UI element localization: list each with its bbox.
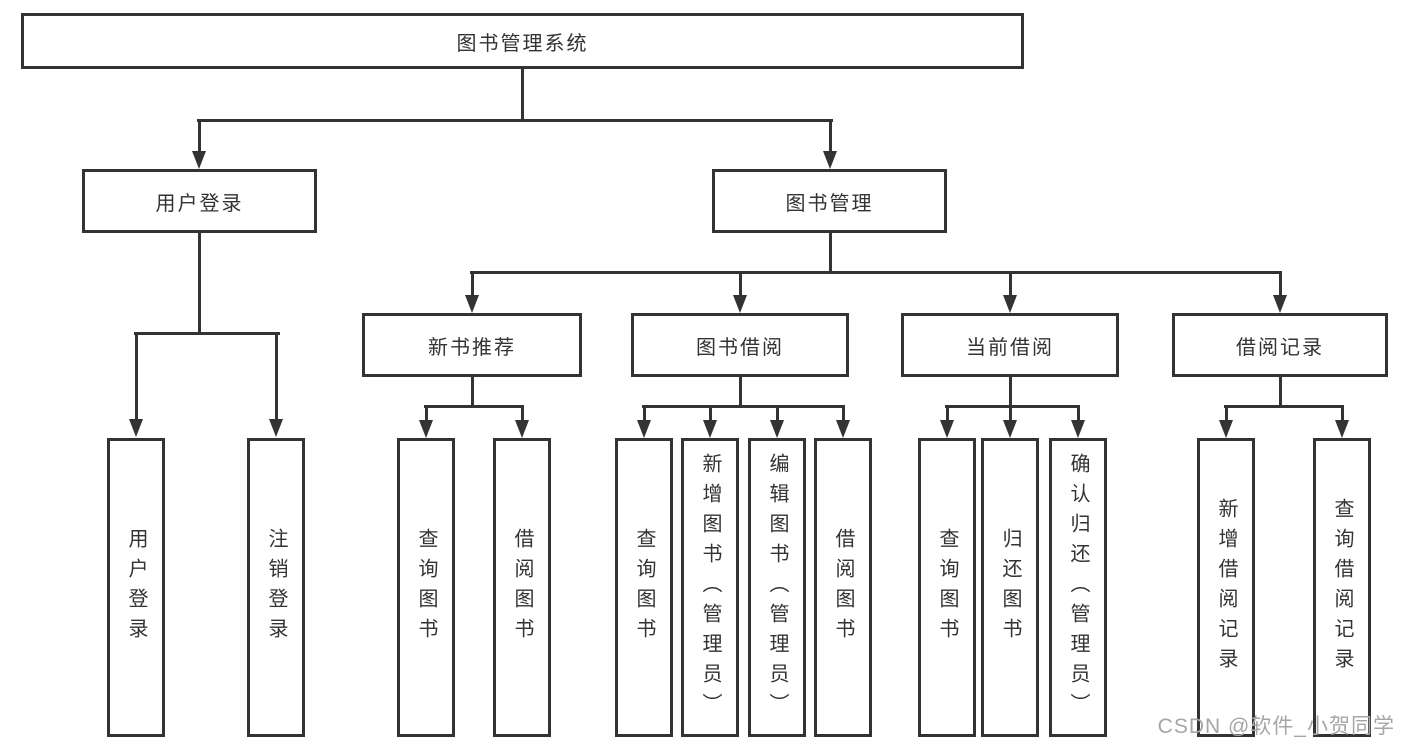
- leaf-query-books-2: 查询图书: [615, 438, 673, 737]
- leaf-label: 编辑图书（管理员）: [766, 452, 788, 723]
- node-new-book-recommend: 新书推荐: [362, 313, 582, 377]
- arrow-to-leaf-query-books-2: [637, 405, 651, 438]
- connector-new-book-recommend-stem: [471, 377, 474, 407]
- connector-borrow-records-hbar: [1224, 405, 1344, 408]
- arrow-to-leaf-add-borrow-record: [1219, 405, 1233, 438]
- leaf-query-books-1: 查询图书: [397, 438, 455, 737]
- node-label: 用户登录: [155, 192, 244, 215]
- arrow-to-leaf-query-books-3: [940, 405, 954, 438]
- arrow-to-leaf-query-books-1: [419, 405, 433, 438]
- leaf-query-borrow-record: 查询借阅记录: [1313, 438, 1371, 737]
- leaf-label: 新增图书（管理员）: [699, 452, 721, 723]
- leaf-label: 用户登录: [125, 527, 147, 648]
- leaf-borrow-books-1: 借阅图书: [493, 438, 551, 737]
- node-label: 图书管理系统: [456, 32, 589, 55]
- leaf-add-borrow-record: 新增借阅记录: [1197, 438, 1255, 737]
- connector-user-login-hbar: [134, 332, 280, 335]
- arrow-to-borrow-records: [1273, 271, 1287, 313]
- leaf-edit-book-admin: 编辑图书（管理员）: [748, 438, 806, 737]
- arrow-to-leaf-edit-book: [770, 405, 784, 438]
- leaf-label: 借阅图书: [832, 527, 854, 648]
- node-label: 借阅记录: [1236, 336, 1324, 359]
- arrow-to-leaf-confirm-return: [1071, 405, 1085, 438]
- connector-new-book-recommend-hbar: [424, 405, 524, 408]
- arrow-to-current-borrow: [1003, 271, 1017, 313]
- arrow-to-leaf-return-book: [1003, 405, 1017, 438]
- leaf-label: 查询图书: [633, 527, 655, 648]
- leaf-confirm-return-admin: 确认归还（管理员）: [1049, 438, 1107, 737]
- leaf-label: 新增借阅记录: [1215, 497, 1237, 678]
- leaf-label: 查询图书: [415, 527, 437, 648]
- arrow-to-leaf-user-login: [129, 332, 143, 437]
- leaf-label: 查询借阅记录: [1331, 497, 1353, 678]
- leaf-logout: 注销登录: [247, 438, 305, 737]
- connector-current-borrow-hbar: [945, 405, 1080, 408]
- arrow-to-leaf-add-book: [703, 405, 717, 438]
- leaf-label: 注销登录: [265, 527, 287, 648]
- leaf-borrow-books-2: 借阅图书: [814, 438, 872, 737]
- node-label: 当前借阅: [966, 336, 1054, 359]
- connector-book-management-hbar: [470, 271, 1282, 274]
- leaf-label: 查询图书: [936, 527, 958, 648]
- connector-root-stem: [521, 69, 524, 121]
- node-book-borrow: 图书借阅: [631, 313, 849, 377]
- arrow-to-leaf-borrow-books-2: [836, 405, 850, 438]
- csdn-watermark: CSDN @软件_小贺同学: [1157, 715, 1395, 738]
- node-label: 图书管理: [785, 192, 874, 215]
- leaf-return-book: 归还图书: [981, 438, 1039, 737]
- connector-book-borrow-stem: [739, 377, 742, 407]
- node-library-management-system: 图书管理系统: [21, 13, 1024, 69]
- node-borrow-records: 借阅记录: [1172, 313, 1388, 377]
- arrow-to-leaf-borrow-books-1: [515, 405, 529, 438]
- arrow-to-leaf-logout: [269, 332, 283, 437]
- arrow-to-leaf-query-borrow-record: [1335, 405, 1349, 438]
- arrow-to-book-management: [823, 119, 837, 169]
- leaf-label: 确认归还（管理员）: [1067, 452, 1089, 723]
- connector-book-borrow-hbar: [642, 405, 845, 408]
- connector-borrow-records-stem: [1279, 377, 1282, 407]
- node-label: 图书借阅: [696, 336, 784, 359]
- node-book-management: 图书管理: [712, 169, 947, 233]
- leaf-add-book-admin: 新增图书（管理员）: [681, 438, 739, 737]
- connector-user-login-stem: [198, 233, 201, 334]
- arrow-to-user-login: [192, 119, 206, 169]
- node-user-login: 用户登录: [82, 169, 317, 233]
- arrow-to-new-book-recommend: [465, 271, 479, 313]
- connector-root-hbar: [197, 119, 833, 122]
- arrow-to-book-borrow: [733, 271, 747, 313]
- leaf-query-books-3: 查询图书: [918, 438, 976, 737]
- node-label: 新书推荐: [428, 336, 516, 359]
- leaf-label: 归还图书: [999, 527, 1021, 648]
- leaf-label: 借阅图书: [511, 527, 533, 648]
- connector-book-management-stem: [829, 233, 832, 273]
- node-current-borrow: 当前借阅: [901, 313, 1119, 377]
- leaf-user-login: 用户登录: [107, 438, 165, 737]
- connector-current-borrow-stem: [1009, 377, 1012, 407]
